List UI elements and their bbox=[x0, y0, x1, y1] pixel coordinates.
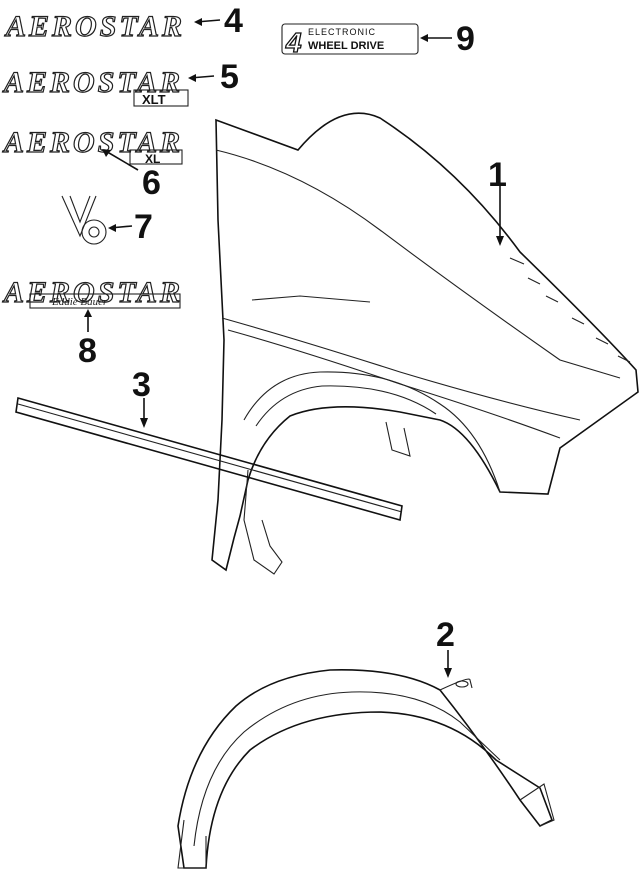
fender-liner bbox=[177, 669, 555, 869]
six-letter bbox=[81, 219, 107, 245]
arrowhead-2 bbox=[444, 668, 452, 678]
callout-9: 9 bbox=[456, 20, 475, 58]
fender-body-line bbox=[251, 295, 371, 303]
molding-edge bbox=[17, 403, 403, 513]
emblem-aerostar-xl: AEROSTAR XL bbox=[1, 125, 183, 166]
callout-8: 8 bbox=[78, 332, 97, 370]
callout-7: 7 bbox=[134, 208, 153, 246]
callout-2: 2 bbox=[436, 616, 455, 654]
leader-line-6 bbox=[103, 149, 139, 171]
fender-bracket bbox=[385, 421, 411, 457]
callout-1: 1 bbox=[488, 156, 507, 194]
liner-inner-curve bbox=[193, 691, 501, 847]
emblem-aerostar-xlt: AEROSTAR XLT bbox=[1, 65, 189, 107]
molding-strip bbox=[15, 396, 403, 522]
eddie-bauer-plate bbox=[29, 293, 181, 309]
arrowhead-3 bbox=[140, 418, 148, 428]
fender-wheel-arch bbox=[243, 371, 501, 493]
eddie-bauer-signature: Eddie Bauer bbox=[51, 296, 108, 308]
six-inner bbox=[88, 226, 100, 238]
arrowhead-8 bbox=[84, 309, 92, 317]
callout-3: 3 bbox=[132, 366, 151, 404]
arrowhead-9 bbox=[420, 34, 428, 42]
molding-outline bbox=[15, 396, 403, 522]
emblem-4-digit: 4 bbox=[285, 27, 302, 58]
fender-crease-lower bbox=[221, 317, 581, 421]
xl-badge bbox=[129, 149, 183, 165]
xlt-badge bbox=[133, 89, 189, 107]
arrowhead-4 bbox=[194, 18, 202, 26]
fender-outline bbox=[211, 112, 639, 572]
arrowhead-6 bbox=[102, 149, 111, 157]
arrowhead-1 bbox=[496, 236, 504, 246]
xl-label: XL bbox=[145, 152, 160, 166]
fender-lower-bracket bbox=[243, 469, 283, 575]
emblem-wheel-drive-text: WHEEL DRIVE bbox=[308, 40, 384, 52]
liner-lower-tab bbox=[177, 819, 207, 869]
emblem-aerostar-xl-text: AEROSTAR bbox=[2, 126, 183, 159]
liner-mount-hole bbox=[455, 680, 469, 688]
emblem-aerostar-text: AEROSTAR bbox=[4, 10, 185, 43]
liner-outline bbox=[177, 669, 554, 869]
fender-wheel-arch-inner bbox=[255, 385, 437, 427]
callout-6: 6 bbox=[142, 164, 161, 202]
emblem-4wd-outline bbox=[281, 23, 419, 55]
arrowhead-5 bbox=[188, 74, 196, 82]
emblem-aerostar-eddie-bauer: AEROSTAR Eddie Bauer bbox=[1, 275, 183, 309]
liner-end-tab bbox=[519, 783, 555, 827]
callout-4: 4 bbox=[224, 2, 243, 40]
emblem-aerostar-xlt-text: AEROSTAR bbox=[2, 66, 183, 99]
emblem-v6 bbox=[61, 195, 107, 245]
v-letter bbox=[61, 195, 97, 238]
arrowhead-7 bbox=[108, 224, 116, 232]
callout-5: 5 bbox=[220, 58, 239, 96]
emblem-electronic-text: ELECTRONIC bbox=[308, 27, 376, 37]
emblem-4wd: 4 ELECTRONIC WHEEL DRIVE bbox=[281, 23, 419, 59]
emblem-aerostar: AEROSTAR bbox=[3, 9, 185, 43]
fender bbox=[211, 112, 639, 575]
fender-crease-upper bbox=[215, 149, 621, 379]
fender-flange-tabs bbox=[509, 257, 631, 363]
xlt-label: XLT bbox=[142, 92, 166, 107]
liner-mount-tab bbox=[439, 678, 473, 691]
emblem-eb-aerostar-text: AEROSTAR bbox=[2, 276, 183, 309]
